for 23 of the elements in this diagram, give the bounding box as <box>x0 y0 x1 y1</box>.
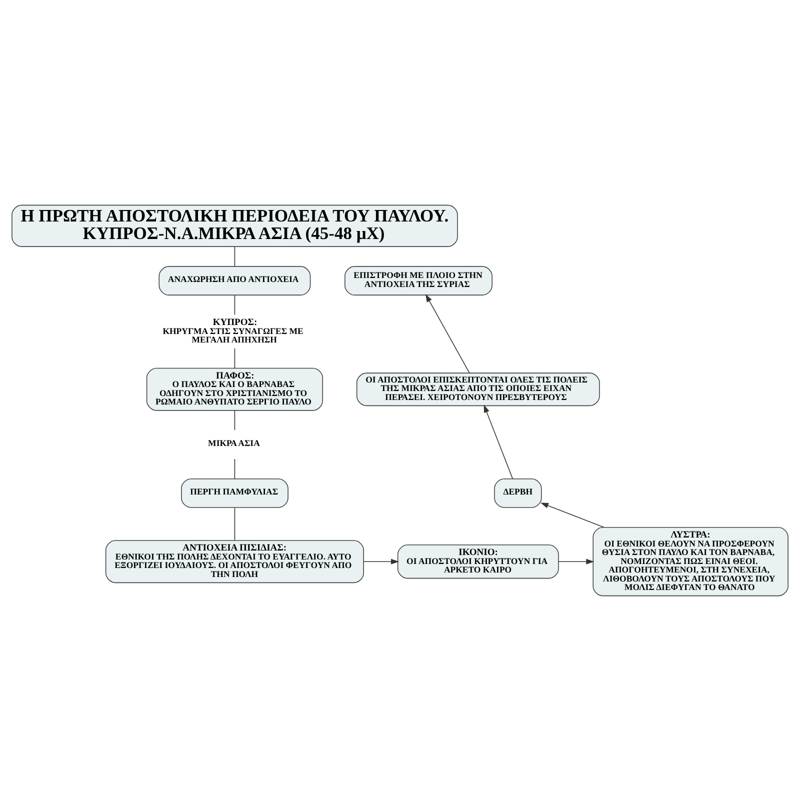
node-box: ΕΠΙΣΤΡΟΦΗ ΜΕ ΠΛΟΙΟ ΣΤΗΝ ΑΝΤΙΟΧΕΙΑ ΤΗΣ ΣΥΡΙΑΣ <box>344 266 492 295</box>
connector <box>234 294 236 315</box>
arrow <box>540 502 604 528</box>
connector <box>234 246 236 266</box>
connector <box>234 348 236 368</box>
connector <box>234 506 236 540</box>
arrow <box>558 558 594 564</box>
node-box: ΟΙ ΑΠΟΣΤΟΛΟΙ ΕΠΙΣΚΕΠΤΟΝΤΑΙ ΟΛΕΣ ΤΙΣ ΠΟΛΕΙΣ ΤΗΣ ΜΙΚΡΑΣ ΑΣΙΑΣ ΑΠΟ ΤΙΣ ΟΠΟΙΕΣ ΕΙΧΑΝ ΠΕΡΑΣΕΙ. ΧΕΙΡΟΤΟΝΟΥΝ ΠΡΕΣΒΥΤΕΡΟΥΣ <box>356 372 600 406</box>
connector <box>234 410 236 430</box>
node-box: ΑΝΤΙΟΧΕΙΑ ΠΙΣΙΔΙΑΣ: ΕΘΝΙΚΟΙ ΤΗΣ ΠΟΛΗΣ ΔΕΧΟΝΤΑΙ ΤΟ ΕΥΑΓΓΕΛΙΟ. ΑΥΤΟ ΕΞΟΡΓΙΖΕΙ ΙΟΥΔΑΙΟΥΣ. ΟΙ ΑΠΟΣΤΟΛΟΙ ΦΕΥΓΟΥΝ ΑΠΟ ΤΗΝ ΠΟΛΗ <box>105 540 364 583</box>
node-text: ΜΙΚΡΑ ΑΣΙΑ <box>208 438 260 448</box>
node-box: ΛΥΣΤΡΑ: ΟΙ ΕΘΝΙΚΟΙ ΘΕΛΟΥΝ ΝΑ ΠΡΟΣΦΕΡΟΥΝ ΘΥΣΙΑ ΣΤΟΝ ΠΑΥΛΟ ΚΑΙ ΤΟΝ ΒΑΡΝΑΒΑ, ΝΟΜΙΖΟΝΤΑΣ ΠΩΣ ΕΙΝΑΙ ΘΕΟΙ. ΑΠΟΓΟΗΤΕΥΜΕΝΟΙ, ΣΤΗ ΣΥΝΕΧΕΙΑ, ΛΙΘΟΒΟΛΟΥΝ ΤΟΥΣ ΑΠΟΣΤΟΛΟΥΣ ΠΟΥ ΜΟΛΙΣ ΔΙΕΦΥΓΑΝ ΤΟ ΘΑΝΑΤΟ <box>592 526 788 596</box>
arrow <box>484 404 514 479</box>
arrow <box>425 294 470 373</box>
node-box: ΙΚΟΝΙΟ: ΟΙ ΑΠΟΣΤΟΛΟΙ ΚΗΡΥΤΤΟΥΝ ΓΙΑ ΑΡΚΕΤΟ ΚΑΙΡΟ <box>397 544 559 578</box>
node-box: ΠΕΡΓΗ ΠΑΜΦΥΛΙΑΣ <box>181 478 288 508</box>
node-text: ΚΥΠΡΟΣ: ΚΗΡΥΓΜΑ ΣΤΙΣ ΣΥΝΑΓΩΓΕΣ ΜΕ ΜΕΓΑΛΗ ΑΠΗΧΗΣΗ <box>162 316 304 344</box>
node-box: Η ΠΡΩΤΗ ΑΠΟΣΤΟΛΙΚΗ ΠΕΡΙΟΔΕΙΑ ΤΟΥ ΠΑΥΛΟΥ. ΚΥΠΡΟΣ-Ν.Α.ΜΙΚΡΑ ΑΣΙΑ (45-48 μΧ) <box>12 204 458 246</box>
node-box: ΑΝΑΧΩΡΗΣΗ ΑΠΟ ΑΝΤΙΟΧΕΙΑ <box>158 266 311 295</box>
node-box: ΔΕΡΒΗ <box>494 478 542 508</box>
node-box: ΠΑΦΟΣ: Ο ΠΑΥΛΟΣ ΚΑΙ Ο ΒΑΡΝΑΒΑΣ ΟΔΗΓΟΥΝ ΣΤΟ ΧΡΙΣΤΙΑΝΙΣΜΟ ΤΟ ΡΩΜΑΙΟ ΑΝΘΥΠΑΤΟ ΣΕΡΓΙΟ ΠΑΥΛΟ <box>146 367 324 410</box>
connector <box>234 458 236 479</box>
arrow <box>363 558 399 564</box>
